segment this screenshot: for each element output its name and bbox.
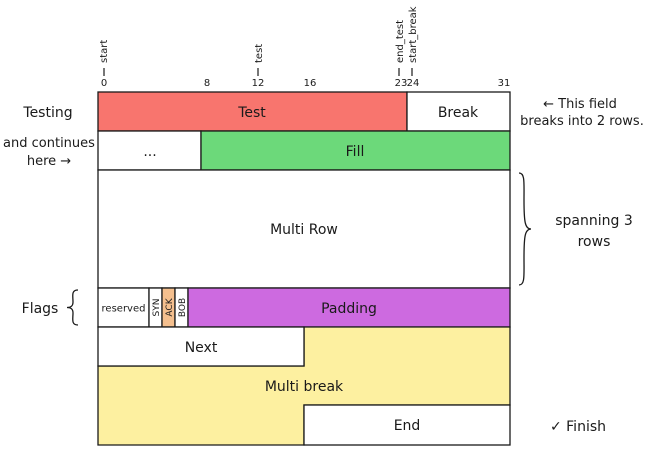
tick-16: 16 [304,78,317,89]
spanning-brace-icon [518,172,532,286]
annotation-continues-2: here → [27,154,71,169]
annotation-finish: ✓ Finish [550,419,606,435]
annotation-spanning-1: spanning 3 [555,213,633,229]
field-ack-label: ACK [165,297,175,316]
tick-12: 12 [252,78,265,89]
field-test [97,91,408,132]
field-next [97,326,305,367]
field-next-label: Next [185,340,218,356]
field-ellipsis [97,130,202,171]
field-fill [200,130,511,171]
annotation-spanning-2: rows [578,234,611,250]
bit-ticks: 0 8 12 16 23 24 31 [101,78,511,89]
tick-0: 0 [101,78,107,89]
annotation-field-note-1: ← This field [543,97,617,112]
field-bob-label: BOB [178,298,188,317]
field-end [303,404,511,446]
field-padding [187,287,511,328]
field-fill-label: Fill [346,144,365,160]
field-end-label: End [394,418,421,434]
tick-23: 23 [395,78,408,89]
field-reserved-label: reserved [102,304,146,315]
annotation-flags: Flags [22,301,59,317]
annotation-testing: Testing [22,105,72,121]
field-break-label: Break [438,105,479,121]
annotation-continues-1: and continues [3,136,95,151]
field-ellipsis-label: ... [143,144,156,160]
marker-test: test [254,44,265,63]
tick-31: 31 [498,78,511,89]
flags-brace-icon [66,289,79,326]
field-multi-break-label: Multi break [265,379,344,395]
field-padding-label: Padding [321,301,377,317]
marker-start: start [99,40,110,63]
bit-markers: start test end_test start_break [99,6,419,76]
marker-end-test: end_test [395,20,406,63]
field-test-label: Test [237,105,266,121]
tick-8: 8 [204,78,210,89]
marker-start-break: start_break [408,6,419,63]
tick-24: 24 [407,78,420,89]
field-syn-label: SYN [152,299,162,317]
field-multi-row-label: Multi Row [270,222,338,238]
field-reserved [97,287,150,328]
field-multi-row [97,169,511,289]
annotation-field-note-2: breaks into 2 rows. [520,114,644,129]
